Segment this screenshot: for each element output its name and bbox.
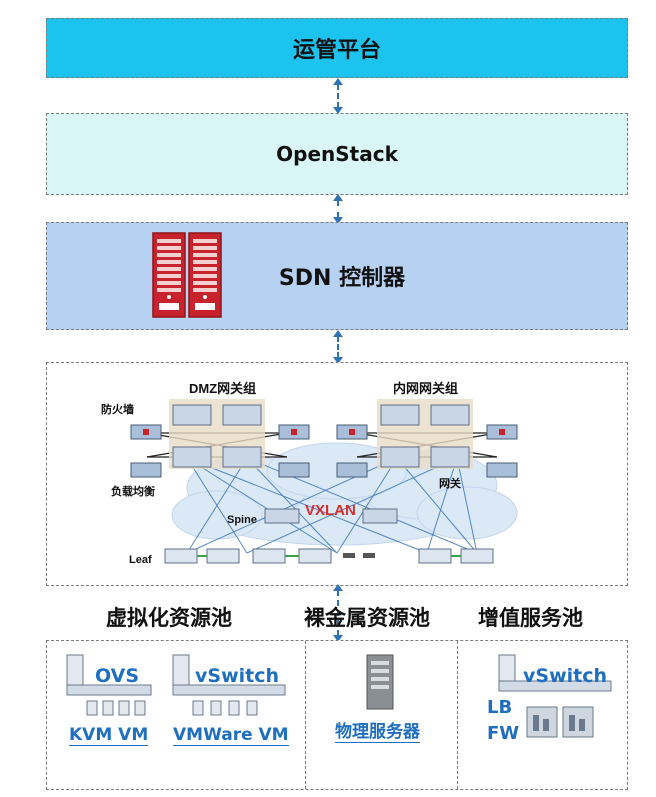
resource-pools-box: OVS KVM VM vSwitch VMWare VM 物理服务器 vSwit… [46, 640, 628, 790]
vmware-host-icon [172, 654, 286, 716]
server-rack-icon [152, 232, 222, 318]
openstack-label: OpenStack [276, 142, 398, 166]
value-added-host-icon [498, 654, 612, 692]
physical-server-label: 物理服务器 [335, 717, 420, 743]
kvm-host-icon [66, 654, 152, 716]
sdn-controller-layer: SDN 控制器 [46, 222, 628, 330]
kvm-vm-label: KVM VM [69, 725, 149, 746]
leaf-label: Leaf [129, 554, 152, 566]
value-added-pool-title: 增值服务池 [478, 606, 583, 630]
virtualization-pool-title: 虚拟化资源池 [106, 606, 232, 630]
baremetal-pool-title: 裸金属资源池 [304, 606, 430, 630]
ops-platform-label: 运管平台 [292, 38, 381, 63]
arrow-sdn-network [333, 330, 343, 364]
intranet-group-label: 内网网关组 [393, 381, 458, 396]
physical-server-icon [366, 654, 394, 710]
dmz-group-label: DMZ网关组 [189, 381, 256, 396]
value-added-vswitch-label: vSwitch [523, 665, 608, 687]
service-appliance-icon [526, 706, 594, 738]
lb-label: LB [487, 697, 513, 718]
spine-label: Spine [227, 514, 257, 526]
ovs-label: OVS [95, 665, 140, 687]
vmware-vm-label: VMWare VM [173, 725, 289, 746]
load-balancer-label: 负载均衡 [111, 484, 155, 498]
network-fabric-layer: DMZ网关组 内网网关组 防火墙 负载均衡 网关 Spine Leaf VXLA… [46, 362, 628, 586]
arrow-openstack-sdn [333, 194, 343, 224]
arrow-network-pools [333, 584, 343, 642]
firewall-label: 防火墙 [101, 402, 134, 416]
vswitch-label: vSwitch [195, 665, 280, 687]
ops-platform-layer: 运管平台 [46, 18, 628, 78]
arrow-platform-openstack [333, 78, 343, 114]
fw-label: FW [487, 723, 520, 744]
vxlan-label: VXLAN [305, 502, 356, 519]
network-topology: DMZ网关组 内网网关组 防火墙 负载均衡 网关 Spine Leaf VXLA… [101, 381, 518, 566]
sdn-controller-label: SDN 控制器 [278, 266, 406, 291]
openstack-layer: OpenStack [46, 113, 628, 195]
gateway-label: 网关 [439, 476, 461, 490]
